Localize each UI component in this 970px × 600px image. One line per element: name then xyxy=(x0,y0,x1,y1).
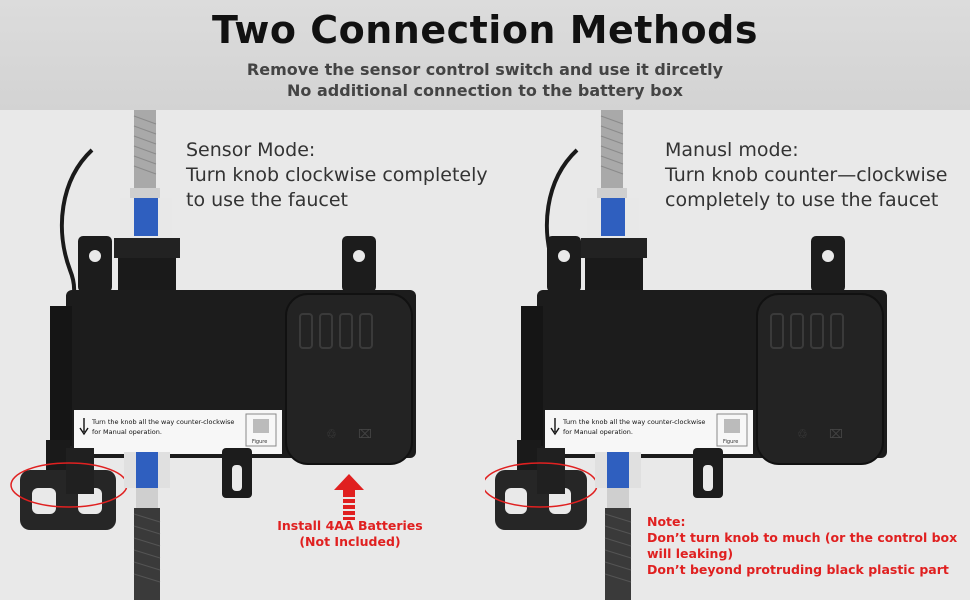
header-banner: Two Connection Methods Remove the sensor… xyxy=(0,0,970,110)
mode-line-1: Turn knob counter—clockwise xyxy=(665,164,948,186)
warning-note: Note: Don’t turn knob to much (or the co… xyxy=(647,514,957,578)
svg-text:⌧: ⌧ xyxy=(829,427,843,441)
manual-mode-instructions: Manusl mode: Turn knob counter—clockwise… xyxy=(665,138,947,213)
svg-text:⌧: ⌧ xyxy=(358,427,372,441)
label-line-2: for Manual operation. xyxy=(563,428,633,436)
svg-text:♲: ♲ xyxy=(797,427,808,441)
subtitle-line-2: No additional connection to the battery … xyxy=(287,81,683,100)
control-box-illustration: ♲ ⌧ Turn the knob all the way counter-cl… xyxy=(485,110,887,600)
instruction-label xyxy=(74,410,282,454)
arrow-up-icon xyxy=(334,474,364,520)
label-line-2: for Manual operation. xyxy=(92,428,162,436)
note-line-2: will leaking) xyxy=(647,546,734,561)
manual-mode-panel: ♲ ⌧ Turn the knob all the way counter-cl… xyxy=(485,110,970,600)
label-line-1: Turn the knob all the way counter-clockw… xyxy=(562,418,705,426)
note-line-3: Don’t beyond protruding black plastic pa… xyxy=(647,562,949,577)
instruction-label xyxy=(545,410,753,454)
mode-title: Sensor Mode: xyxy=(186,139,316,161)
mode-title: Manusl mode: xyxy=(665,139,799,161)
sensor-mode-instructions: Sensor Mode: Turn knob clockwise complet… xyxy=(186,138,488,213)
battery-note-line-2: (Not Included) xyxy=(299,534,401,549)
mode-line-2: completely to use the faucet xyxy=(665,189,939,211)
note-line-1: Don’t turn knob to much (or the control … xyxy=(647,530,958,545)
control-box-illustration: ♲ ⌧ Turn the knob all the way counter-cl… xyxy=(10,110,416,600)
battery-note: Install 4AA Batteries (Not Included) xyxy=(275,518,425,550)
svg-text:♲: ♲ xyxy=(326,427,337,441)
mode-line-2: to use the faucet xyxy=(186,189,348,211)
subtitle-line-1: Remove the sensor control switch and use… xyxy=(246,60,724,79)
label-line-1: Turn the knob all the way counter-clockw… xyxy=(91,418,234,426)
mode-line-1: Turn knob clockwise completely xyxy=(186,164,488,186)
label-figure: Figure xyxy=(723,439,738,445)
battery-cover xyxy=(756,293,884,465)
sensor-mode-panel: ♲ ⌧ Turn the knob all the way counter-cl… xyxy=(0,110,488,600)
label-figure: Figure xyxy=(252,439,267,445)
page-title: Two Connection Methods xyxy=(212,8,758,52)
battery-note-line-1: Install 4AA Batteries xyxy=(277,518,423,533)
note-title: Note: xyxy=(647,514,686,529)
battery-cover xyxy=(285,293,413,465)
